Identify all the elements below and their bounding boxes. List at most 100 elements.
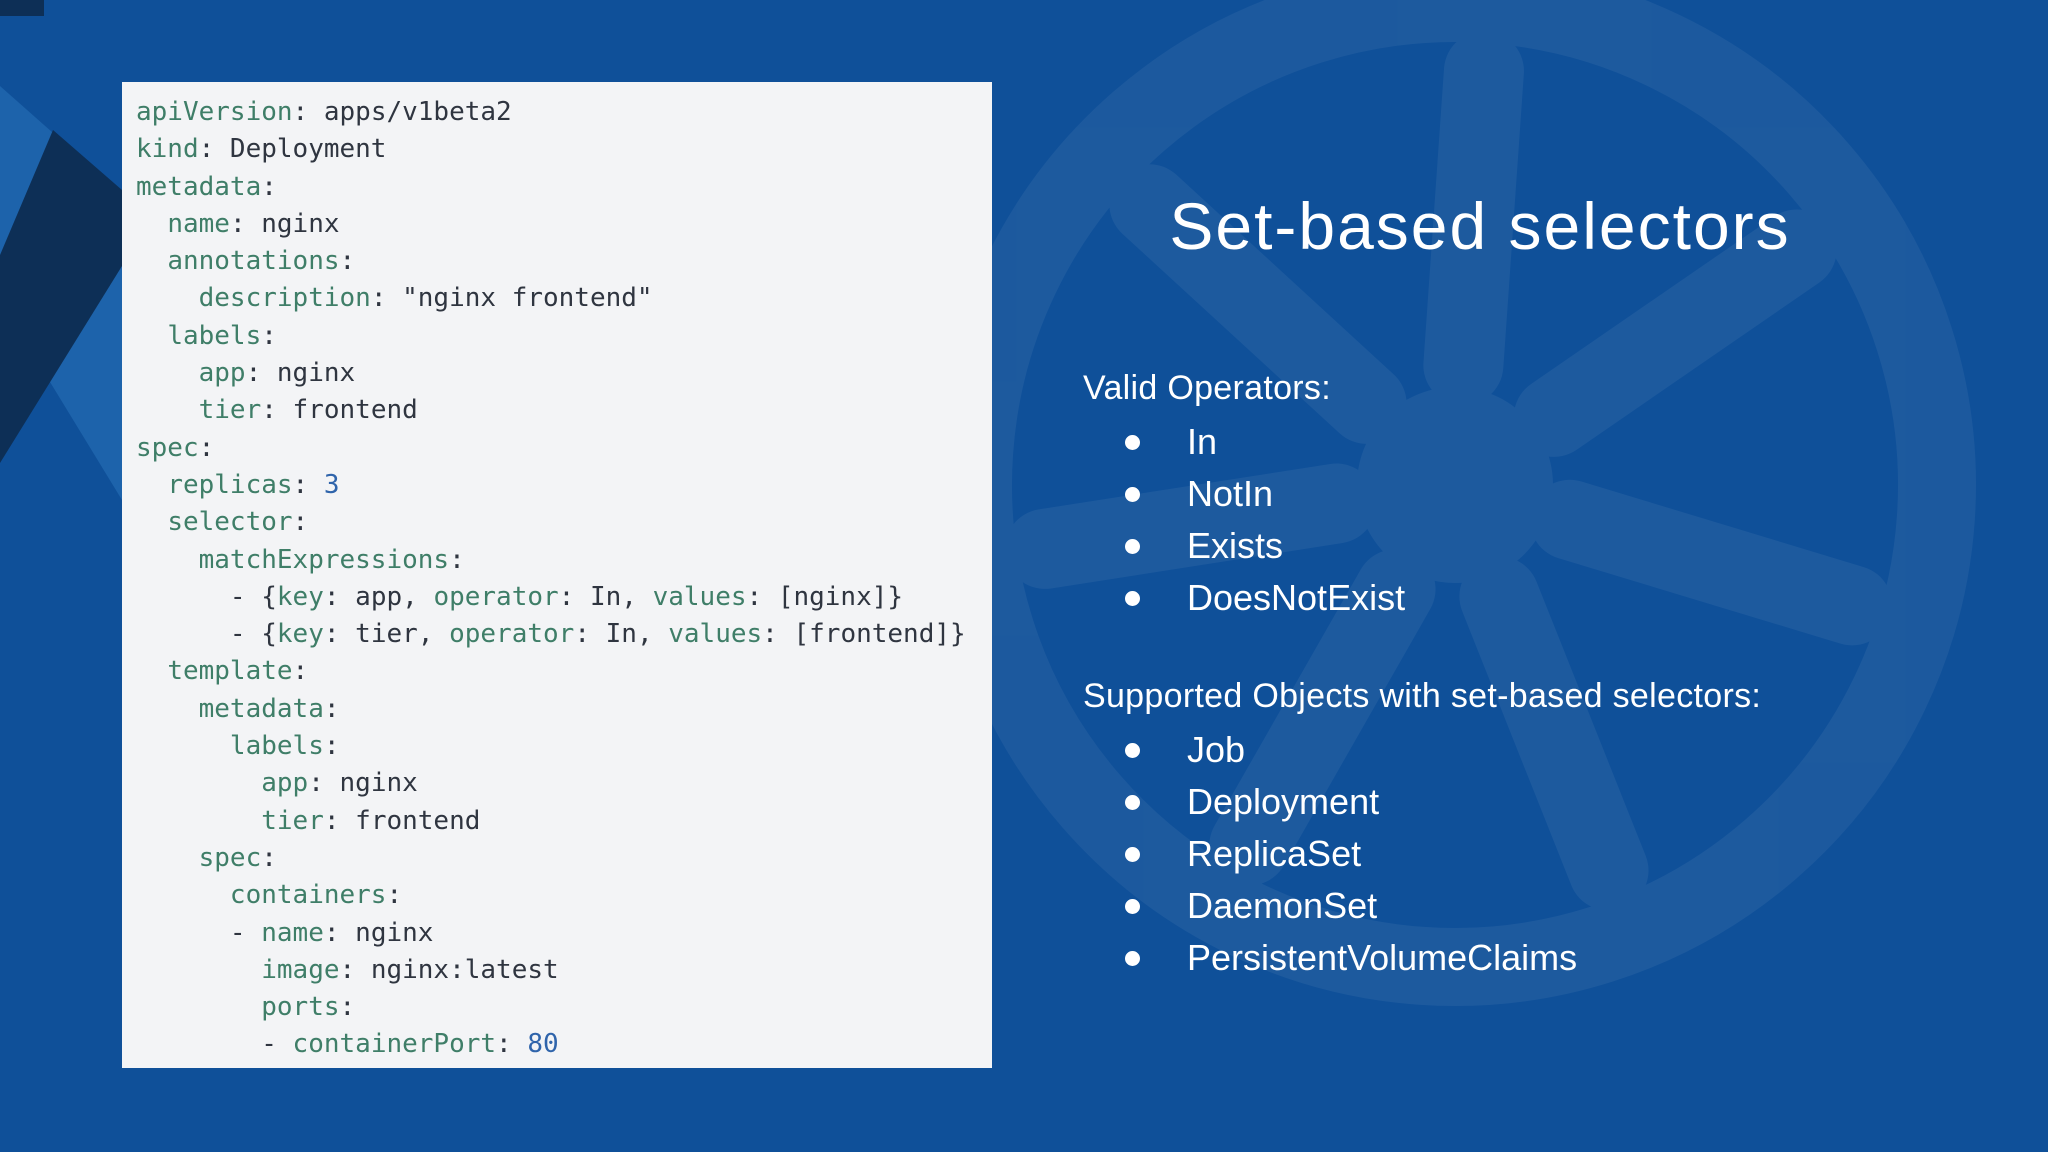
- code-token-plain: -: [136, 917, 262, 948]
- bullet-item-label: In: [1187, 421, 1218, 462]
- bullet-item-label: Exists: [1187, 525, 1284, 566]
- code-token-plain: : nginx: [229, 208, 340, 239]
- code-token-plain: :: [323, 693, 340, 724]
- code-line: - name: nginx: [136, 915, 992, 952]
- code-token-key: values: [668, 619, 763, 650]
- bullet-dot-icon: [1125, 898, 1140, 914]
- bullet-item-label: NotIn: [1187, 473, 1274, 514]
- code-token-key: image: [261, 954, 340, 985]
- bullet-item-label: ReplicaSet: [1187, 833, 1362, 874]
- code-token-plain: :: [292, 469, 324, 500]
- code-token-key: metadata: [198, 693, 324, 724]
- code-token-plain: [136, 768, 261, 798]
- code-token-plain: :: [386, 880, 403, 911]
- code-token-plain: :: [261, 171, 277, 202]
- bullet-item: Deployment: [1083, 776, 1983, 828]
- code-token-plain: : frontend: [323, 805, 481, 836]
- code-token-plain: [136, 321, 167, 351]
- code-token-plain: -: [136, 1029, 293, 1060]
- bullet-dot-icon: [1125, 950, 1140, 966]
- bullet-item-label: Deployment: [1187, 781, 1380, 822]
- code-line: name: nginx: [136, 206, 992, 243]
- code-token-key: spec: [136, 432, 199, 463]
- bullet-dot-icon: [1125, 742, 1140, 758]
- code-token-plain: [136, 955, 261, 985]
- code-token-key: containerPort: [292, 1029, 497, 1060]
- code-line: - {key: app, operator: In, values: [ngin…: [136, 579, 992, 616]
- bullet-item: Job: [1083, 724, 1983, 776]
- code-line: tier: frontend: [136, 392, 992, 429]
- bullet-dot-icon: [1125, 794, 1140, 810]
- code-token-plain: : [frontend]}: [762, 619, 966, 650]
- code-token-plain: [136, 395, 199, 425]
- bullet-item: DoesNotExist: [1083, 572, 1983, 624]
- section-1: Supported Objects with set-based selecto…: [1083, 674, 1983, 984]
- code-token-plain: : nginx: [323, 917, 434, 948]
- code-line: spec:: [136, 840, 992, 877]
- code-token-plain: [136, 358, 199, 388]
- code-line: template:: [136, 653, 992, 690]
- bullet-item: PersistentVolumeClaims: [1083, 932, 1983, 984]
- code-token-plain: :: [292, 656, 309, 687]
- code-token-key: metadata: [136, 171, 262, 202]
- code-line: matchExpressions:: [136, 542, 992, 579]
- code-token-plain: : Deployment: [198, 134, 387, 165]
- code-line: replicas: 3: [136, 467, 992, 504]
- code-token-key: kind: [136, 134, 199, 165]
- code-token-plain: [136, 806, 261, 836]
- bullet-item: ReplicaSet: [1083, 828, 1983, 880]
- code-token-plain: [136, 470, 167, 500]
- code-token-plain: [136, 209, 167, 239]
- code-line: metadata:: [136, 169, 992, 206]
- code-token-plain: [136, 731, 230, 761]
- code-token-plain: : [nginx]}: [746, 581, 904, 612]
- code-token-key: operator: [449, 619, 575, 650]
- code-token-key: operator: [433, 581, 559, 612]
- code-token-key: template: [167, 656, 293, 687]
- bullet-dot-icon: [1125, 538, 1140, 554]
- code-token-plain: [136, 507, 167, 537]
- code-token-plain: [136, 843, 199, 873]
- code-line: - {key: tier, operator: In, values: [fro…: [136, 616, 992, 653]
- code-token-plain: : "nginx frontend": [370, 283, 653, 314]
- bullet-item-label: DaemonSet: [1187, 885, 1378, 926]
- code-token-plain: :: [261, 320, 277, 351]
- code-line: metadata:: [136, 691, 992, 728]
- code-line: description: "nginx frontend": [136, 280, 992, 317]
- code-line: labels:: [136, 728, 992, 765]
- bullet-dot-icon: [1125, 486, 1140, 502]
- code-token-plain: - {: [136, 581, 277, 612]
- code-token-plain: : app,: [323, 581, 434, 612]
- code-token-plain: :: [496, 1029, 528, 1060]
- kubernetes-wheel-icon: [934, 0, 1976, 1006]
- code-line: containers:: [136, 877, 992, 914]
- code-token-plain: : nginx: [245, 358, 356, 389]
- bullet-item: In: [1083, 416, 1983, 468]
- code-token-key: labels: [167, 320, 262, 351]
- code-line: image: nginx:latest: [136, 952, 992, 989]
- code-line: spec:: [136, 430, 992, 467]
- code-token-plain: [136, 545, 199, 575]
- code-token-plain: [136, 283, 199, 313]
- code-token-key: tier: [261, 805, 324, 836]
- code-line: app: nginx: [136, 355, 992, 392]
- code-token-plain: : frontend: [261, 395, 418, 426]
- bullet-item-label: Job: [1187, 729, 1246, 770]
- code-token-plain: : nginx:latest: [339, 954, 559, 985]
- code-token-plain: :: [323, 731, 340, 762]
- code-token-key: values: [652, 581, 747, 612]
- bullet-dot-icon: [1125, 846, 1140, 862]
- code-line: ports:: [136, 989, 992, 1026]
- code-token-plain: : tier,: [323, 619, 450, 650]
- code-line: annotations:: [136, 243, 992, 280]
- section-heading: Valid Operators:: [1083, 369, 1331, 407]
- code-token-key: replicas: [167, 469, 293, 500]
- code-token-key: tier: [198, 395, 262, 426]
- bullet-item: DaemonSet: [1083, 880, 1983, 932]
- code-line: selector:: [136, 504, 992, 541]
